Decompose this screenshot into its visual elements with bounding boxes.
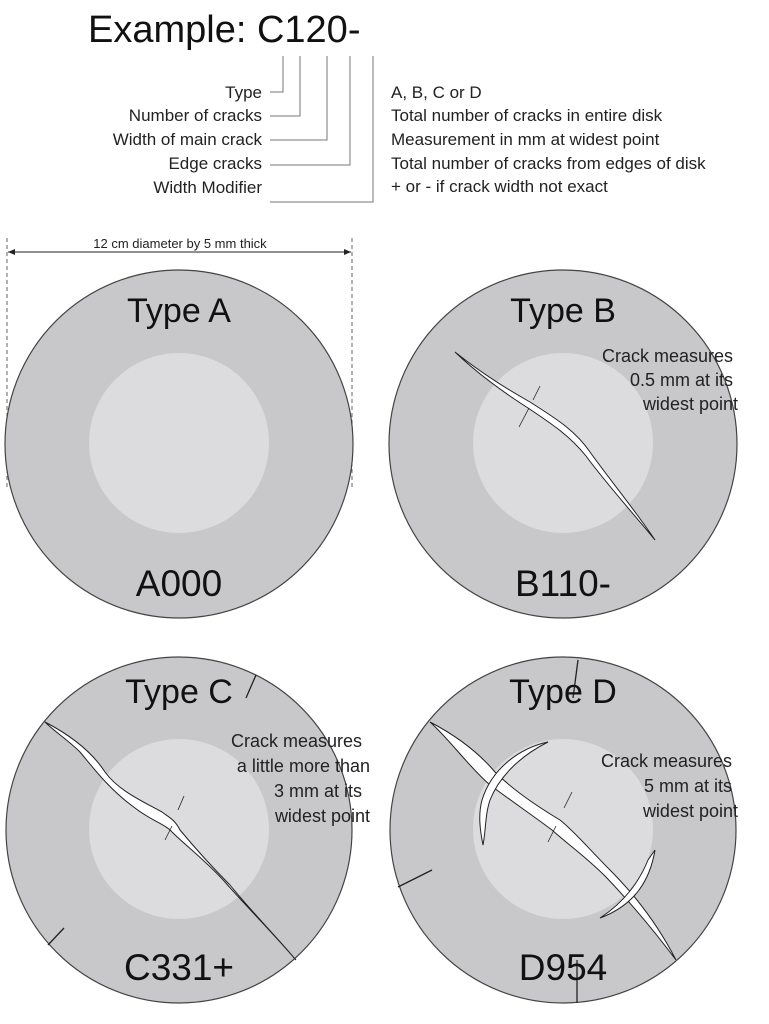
- leader-lines: [270, 56, 374, 203]
- crack-note-line: a little more than: [237, 756, 370, 776]
- disk-type-a: Type A A000: [4, 269, 354, 619]
- legend-desc-modifier: + or - if crack width not exact: [391, 177, 608, 196]
- crack-note-line: widest point: [274, 806, 370, 826]
- crack: [44, 721, 297, 961]
- arc-crack: [479, 741, 549, 846]
- disk-title: Type B: [510, 292, 616, 330]
- legend-label-type: Type: [225, 83, 262, 102]
- crack-note-line: 5 mm at its: [644, 776, 732, 796]
- crack-note-line: 3 mm at its: [274, 781, 362, 801]
- disk-title: Type A: [127, 292, 231, 330]
- disk-type-d: Type D D954 Crack measures 5 mm at its w…: [389, 656, 738, 1004]
- example-prefix: Example:: [88, 9, 246, 51]
- legend-desc-type: A, B, C or D: [391, 83, 482, 102]
- crack-note-line: 0.5 mm at its: [630, 370, 733, 390]
- disk-code: B110-: [515, 563, 611, 604]
- legend-labels: Type Number of cracks Width of main crac…: [113, 83, 263, 197]
- legend-label-edge: Edge cracks: [168, 154, 262, 173]
- crack-note-line: widest point: [642, 801, 738, 821]
- dimension-label: 12 cm diameter by 5 mm thick: [93, 236, 267, 251]
- crack-note-line: widest point: [642, 394, 738, 414]
- disk-type-b: Type B B110- Crack measures 0.5 mm at it…: [388, 269, 738, 619]
- crack-note-line: Crack measures: [602, 346, 733, 366]
- legend-label-number: Number of cracks: [129, 106, 262, 125]
- crack: [454, 351, 656, 541]
- disk-code: D954: [519, 947, 607, 988]
- disk-title: Type C: [125, 673, 233, 711]
- crack-note-line: Crack measures: [601, 751, 732, 771]
- legend-desc-edge: Total number of cracks from edges of dis…: [391, 154, 706, 173]
- disk-code: C331+: [124, 947, 234, 988]
- disk-title: Type D: [509, 673, 617, 711]
- crack-note-line: Crack measures: [231, 731, 362, 751]
- legend-descriptions: A, B, C or D Total number of cracks in e…: [391, 83, 706, 196]
- legend-desc-width: Measurement in mm at widest point: [391, 130, 660, 149]
- legend-label-width: Width of main crack: [113, 130, 263, 149]
- disk-code: A000: [136, 563, 222, 604]
- example-heading: Example: C120-: [88, 9, 360, 51]
- legend-desc-number: Total number of cracks in entire disk: [391, 106, 663, 125]
- disk-type-c: Type C C331+ Crack measures a little mor…: [5, 656, 370, 1004]
- example-code: C120-: [257, 9, 361, 51]
- legend-label-modifier: Width Modifier: [153, 178, 262, 197]
- arc-crack: [599, 849, 656, 919]
